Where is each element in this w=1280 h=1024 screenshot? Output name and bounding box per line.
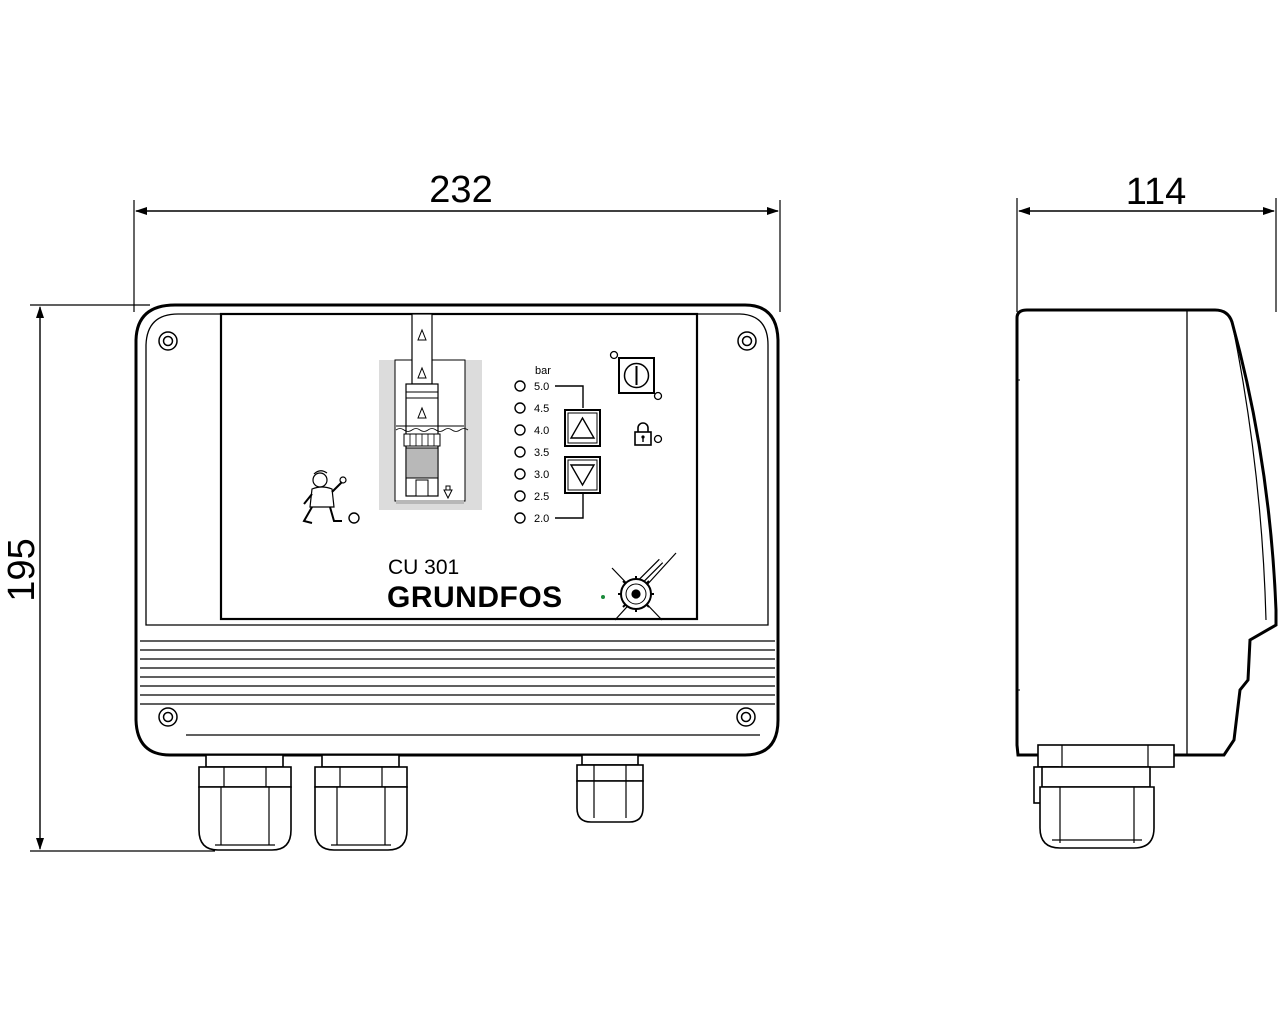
up-arrow-button-icon[interactable]: [564, 409, 601, 447]
width-label: 232: [429, 169, 492, 211]
pressure-level-item: 4.5: [514, 402, 549, 415]
lock-led: [653, 434, 663, 444]
screw-top-left-icon: [158, 331, 178, 351]
cable-gland-left: [198, 754, 292, 851]
dimension-width: 232: [133, 169, 781, 312]
pressure-led: [514, 424, 526, 436]
pressure-led: [514, 402, 526, 414]
brand-dot: [601, 595, 605, 599]
pressure-level-item: 3.5: [514, 446, 549, 459]
cooling-ribs: [140, 640, 775, 736]
power-indicator-led: [609, 350, 619, 360]
pressure-led-list: 5.0 4.5 4.0 3.5 3.0 2.5: [514, 380, 549, 525]
fault-indicator-led: [348, 512, 360, 524]
bracket-bottom: [555, 492, 584, 519]
side-cable-gland: [1033, 744, 1175, 849]
depth-label: 114: [1126, 171, 1187, 213]
pressure-led: [514, 512, 526, 524]
dimension-height: 195: [1, 304, 215, 852]
height-label: 195: [1, 538, 43, 601]
pressure-level-label: 5.0: [534, 381, 549, 393]
operating-led: [653, 391, 663, 401]
lock-icon: [634, 422, 652, 446]
dimension-depth: 114: [1016, 171, 1277, 312]
model-name: CU 301: [388, 556, 459, 579]
screw-top-right-icon: [737, 331, 757, 351]
down-arrow-button-icon[interactable]: [564, 456, 601, 494]
cable-gland-right: [576, 754, 644, 823]
mechanic-figure-icon: [302, 470, 347, 524]
control-panel-label: [219, 312, 699, 621]
pressure-led: [514, 446, 526, 458]
side-view: [1015, 308, 1278, 849]
pressure-level-item: 3.0: [514, 468, 549, 481]
pressure-level-item: 5.0: [514, 380, 549, 393]
brand-name: GRUNDFOS: [387, 581, 563, 614]
power-button-icon[interactable]: [618, 357, 655, 394]
bracket-top: [555, 385, 584, 408]
pressure-level-label: 2.5: [534, 491, 549, 503]
pump-well-icon: [379, 313, 482, 510]
pressure-level-label: 4.5: [534, 403, 549, 415]
pressure-level-item: 2.0: [514, 512, 549, 525]
pressure-led: [514, 468, 526, 480]
screw-bottom-left-icon: [158, 707, 178, 727]
front-view: bar 5.0 4.5 4.0 3.5 3.0: [134, 303, 780, 851]
pressure-level-label: 4.0: [534, 425, 549, 437]
grundfos-logo-icon: [611, 552, 677, 621]
pressure-level-label: 2.0: [534, 513, 549, 525]
cable-gland-middle: [314, 754, 408, 851]
screw-bottom-right-icon: [736, 707, 756, 727]
pressure-level-label: 3.0: [534, 469, 549, 481]
pressure-level-label: 3.5: [534, 447, 549, 459]
pressure-led: [514, 490, 526, 502]
pressure-level-item: 4.0: [514, 424, 549, 437]
pressure-unit: bar: [535, 365, 551, 377]
pressure-led: [514, 380, 526, 392]
pressure-level-item: 2.5: [514, 490, 549, 503]
